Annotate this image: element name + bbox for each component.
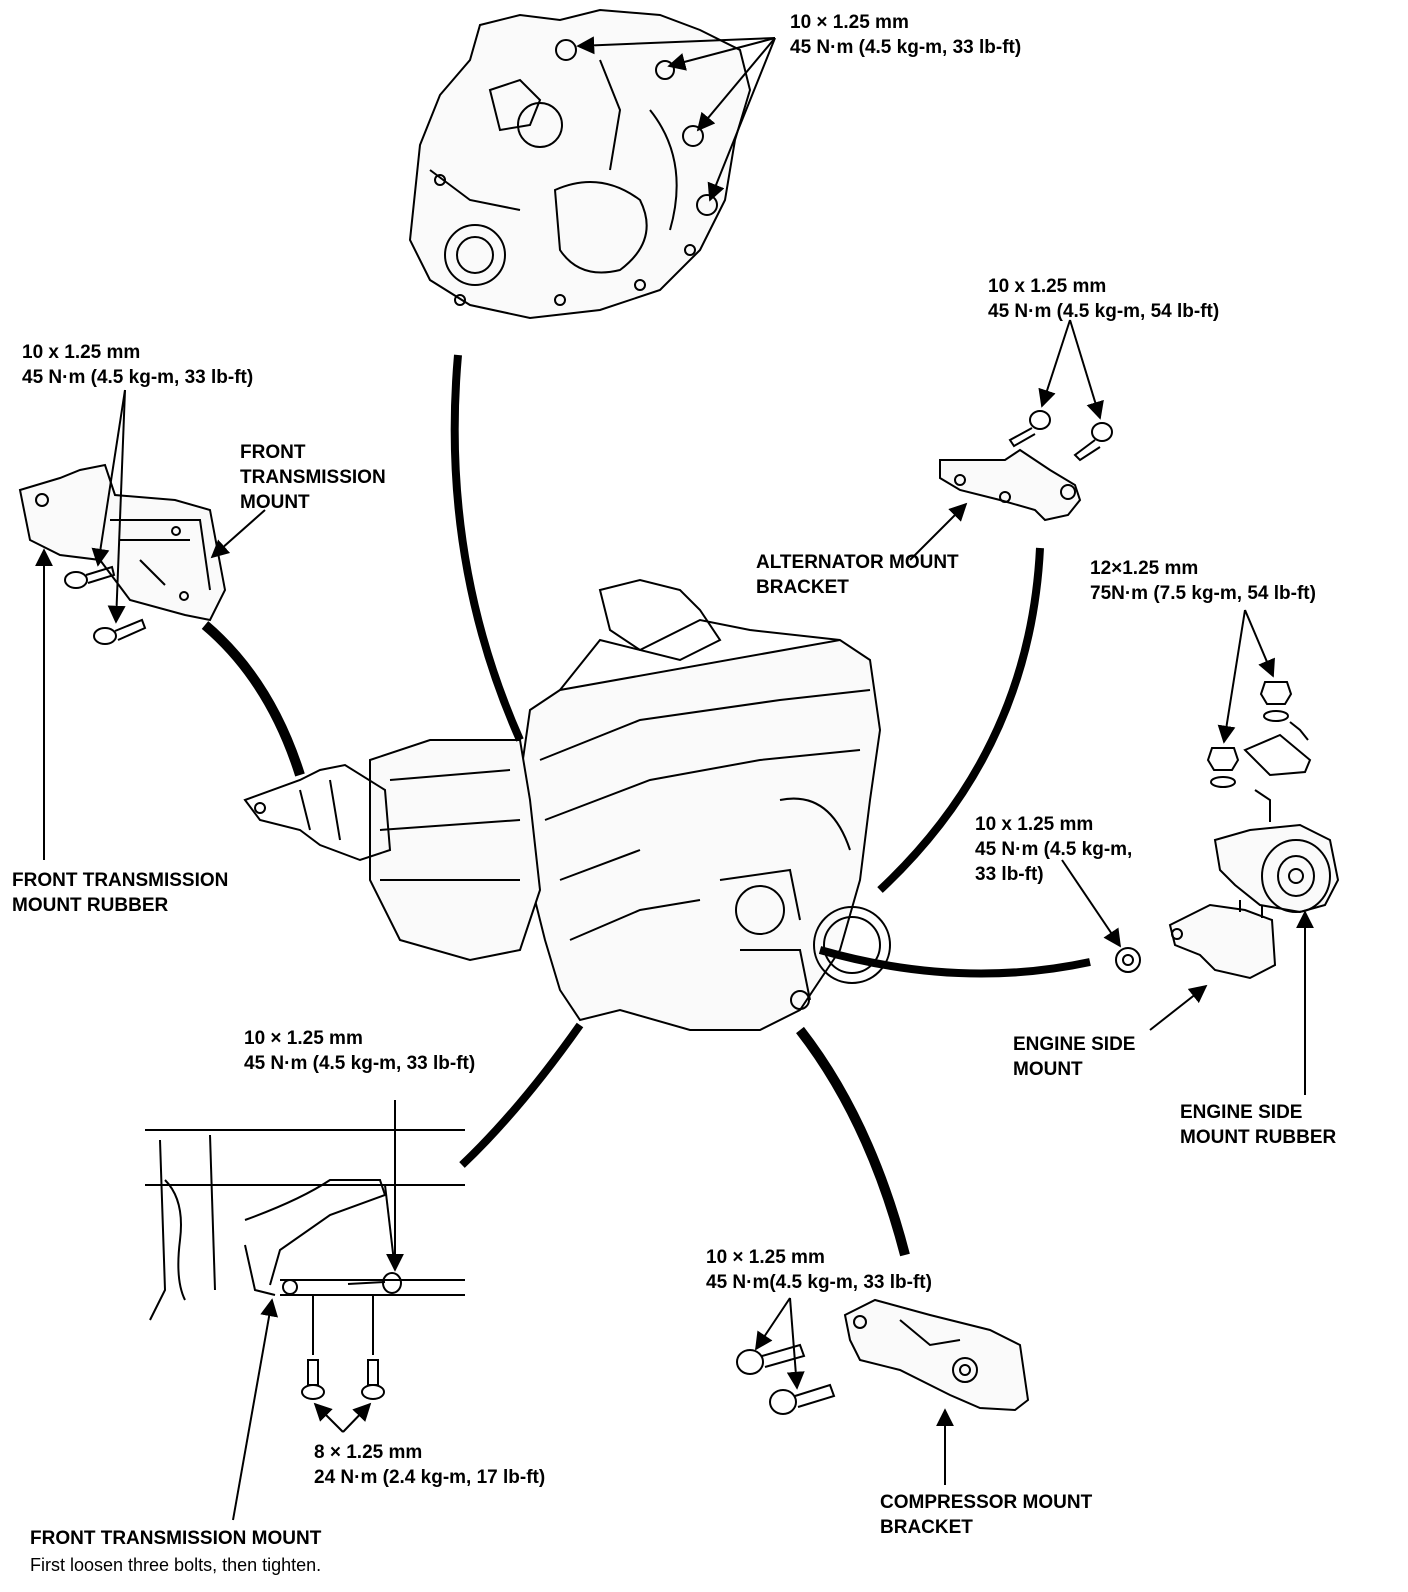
bolt [301,1359,325,1400]
spec-engine-side-nut: 10 x 1.25 mm 45 N·m (4.5 kg-m, 33 lb-ft) [975,812,1132,887]
leader-lines [35,36,1314,1521]
spec-lower-trans: 10 × 1.25 mm 45 N·m (4.5 kg-m, 33 lb-ft) [244,1026,475,1076]
spec-torque: 24 N·m (2.4 kg-m, 17 lb-ft) [314,1467,546,1488]
engine-side-mount-illustration [1115,681,1340,980]
bolt [1073,422,1113,462]
bolt [64,565,116,589]
nut [1259,681,1293,722]
bolt [347,1272,402,1294]
bolt [769,1383,836,1415]
spec-torque: 45 N·m (4.5 kg-m, 33 lb-ft) [790,37,1022,58]
lower-transmission-mount-illustration [145,1105,465,1400]
label-line: MOUNT [1013,1059,1083,1080]
spec-size: 10 × 1.25 mm [244,1028,363,1049]
bolt [1008,410,1051,448]
bolt [361,1359,385,1400]
spec-engine-side-upper: 12×1.25 mm 75N·m (7.5 kg-m, 54 lb-ft) [1090,556,1316,606]
bolt [736,1343,806,1375]
alternator-mount-bracket-illustration [939,410,1113,522]
spec-compressor: 10 × 1.25 mm 45 N·m(4.5 kg-m, 33 lb-ft) [706,1245,932,1295]
compressor-mount-bracket-illustration [736,1298,1030,1415]
connection-arcs [201,354,1091,1257]
spec-alternator: 10 x 1.25 mm 45 N·m (4.5 kg-m, 54 lb-ft) [988,274,1219,324]
label-front-transmission-mount-bottom: FRONT TRANSMISSION MOUNT [30,1528,322,1549]
label-line: MOUNT RUBBER [1180,1127,1337,1148]
spec-lower-small: 8 × 1.25 mm 24 N·m (2.4 kg-m, 17 lb-ft) [314,1440,545,1490]
spec-torque: 45 N·m (4.5 kg-m, 33 lb-ft) [244,1053,476,1074]
spec-torque: 45 N·m(4.5 kg-m, 33 lb-ft) [706,1272,932,1293]
label-line: MOUNT [240,492,310,513]
spec-size: 10 x 1.25 mm [22,342,141,363]
spec-size: 10 × 1.25 mm [706,1247,825,1268]
label-engine-side-mount-rubber: ENGINE SIDE MOUNT RUBBER [1180,1100,1336,1150]
transmission-housing-illustration [408,8,752,320]
nut [1115,947,1141,973]
label-line: FRONT [240,442,306,463]
label-line: ALTERNATOR MOUNT [756,552,959,573]
label-line: ENGINE SIDE [1013,1034,1136,1055]
label-line: FRONT TRANSMISSION [12,870,229,891]
spec-torque: 75N·m (7.5 kg-m, 54 lb-ft) [1090,583,1316,604]
label-line: COMPRESSOR MOUNT [880,1492,1093,1513]
label-compressor-mount-bracket: COMPRESSOR MOUNT BRACKET [880,1490,1092,1540]
front-transmission-mount-illustration [18,463,227,645]
spec-torque: 45 N·m (4.5 kg-m, [975,839,1133,860]
spec-size: 10 × 1.25 mm [790,12,909,33]
label-alternator-mount-bracket: ALTERNATOR MOUNT BRACKET [756,550,959,600]
label-line: MOUNT RUBBER [12,895,169,916]
spec-size: 10 x 1.25 mm [988,276,1107,297]
label-line: BRACKET [880,1517,973,1538]
label-line: ENGINE SIDE [1180,1102,1303,1123]
spec-torque: 45 N·m (4.5 kg-m, 33 lb-ft) [22,367,254,388]
engine-block-illustration [243,578,891,1031]
label-front-transmission-mount-rubber: FRONT TRANSMISSION MOUNT RUBBER [12,868,228,918]
bottom-note: First loosen three bolts, then tighten. [30,1555,322,1575]
label-front-transmission-mount: FRONT TRANSMISSION MOUNT [240,440,386,515]
bolt [93,618,147,645]
label-line: BRACKET [756,577,849,598]
nut [1206,747,1240,788]
label-line: TRANSMISSION [240,467,386,488]
spec-torque: 45 N·m (4.5 kg-m, 54 lb-ft) [988,301,1220,322]
spec-size: 10 x 1.25 mm [975,814,1094,835]
spec-torque: 33 lb-ft) [975,864,1044,885]
spec-size: 8 × 1.25 mm [314,1442,423,1463]
spec-top-transmission: 10 × 1.25 mm 45 N·m (4.5 kg-m, 33 lb-ft) [790,10,1021,60]
spec-front-trans-mount: 10 x 1.25 mm 45 N·m (4.5 kg-m, 33 lb-ft) [22,340,253,390]
label-engine-side-mount: ENGINE SIDE MOUNT [1013,1032,1135,1082]
spec-size: 12×1.25 mm [1090,558,1199,579]
